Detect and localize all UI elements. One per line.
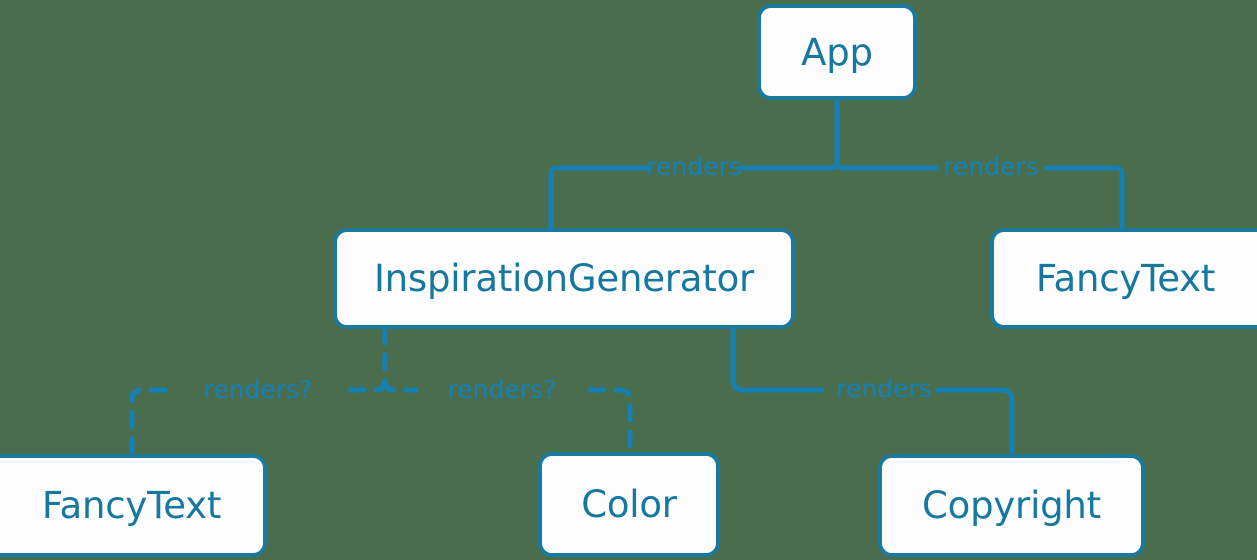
node-label: Color <box>581 483 677 526</box>
node-label: FancyText <box>1035 257 1216 300</box>
edge-line <box>834 97 1125 231</box>
edge-app-to-fancytext-top: renders <box>834 97 1125 231</box>
edge-inspirationgenerator-to-copyright: renders <box>730 326 1015 457</box>
edge-line <box>730 326 1015 457</box>
edge-label: renders <box>646 152 742 181</box>
edge-inspirationgenerator-to-color: renders? <box>382 326 633 455</box>
edge-label: renders? <box>448 375 557 404</box>
node-app[interactable]: App <box>757 4 917 100</box>
node-color[interactable]: Color <box>538 452 720 557</box>
node-copyright[interactable]: Copyright <box>878 454 1145 557</box>
edge-label: renders <box>836 374 932 403</box>
node-label: App <box>801 30 873 74</box>
node-label: FancyText <box>41 484 222 527</box>
edge-label: renders <box>943 152 1039 181</box>
node-fancytext1[interactable]: FancyText <box>990 228 1257 329</box>
node-inspgen[interactable]: InspirationGenerator <box>333 228 795 329</box>
edge-app-to-inspirationgenerator: renders <box>548 97 840 231</box>
edge-inspirationgenerator-to-fancytext-bottom: renders? <box>129 326 388 457</box>
node-fancytext2[interactable]: FancyText <box>0 454 267 557</box>
node-label: Copyright <box>922 484 1101 527</box>
edge-label: renders? <box>204 375 313 404</box>
node-label: InspirationGenerator <box>373 257 755 300</box>
edge-line <box>382 326 633 455</box>
